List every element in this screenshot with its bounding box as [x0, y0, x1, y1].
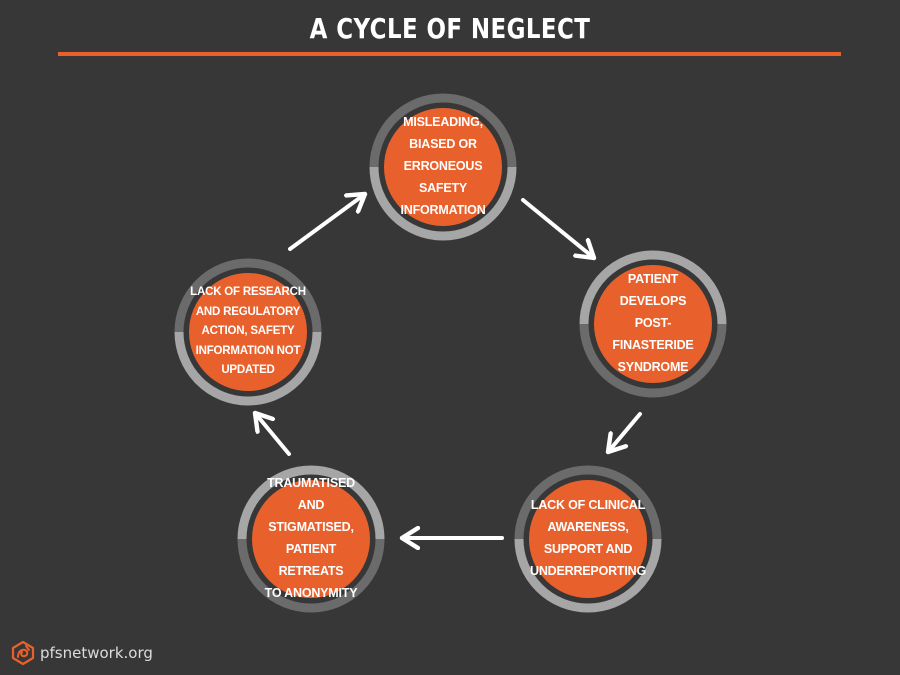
- cycle-node-lack-of-clinical-awareness: LACK OF CLINICAL AWARENESS, SUPPORT AND …: [508, 459, 668, 619]
- cycle-node-traumatised-and-stigmatised: TRAUMATISED AND STIGMATISED, PATIENT RET…: [231, 459, 391, 619]
- node-label: LACK OF RESEARCH AND REGULATORY ACTION, …: [190, 286, 306, 377]
- cycle-node-patient-develops-pfs: PATIENT DEVELOPS POST-FINASTERIDE SYNDRO…: [573, 244, 733, 404]
- ring-graphic: [369, 93, 517, 241]
- cycle-node-lack-of-research: LACK OF RESEARCH AND REGULATORY ACTION, …: [168, 252, 328, 412]
- ring-graphic: [514, 465, 662, 613]
- website-label: pfsnetwork.org: [40, 644, 153, 662]
- ring-graphic: [237, 465, 385, 613]
- page-title: A CYCLE OF NEGLECT: [309, 12, 591, 45]
- cycle-node-misleading-information: MISLEADING, BIASED OR ERRONEOUS SAFETY I…: [363, 87, 523, 247]
- ring-graphic: [174, 258, 322, 406]
- arrow-5-to-1: [288, 194, 365, 251]
- footer-brand: pfsnetwork.org: [10, 640, 153, 666]
- title-underline: [58, 52, 841, 56]
- pfs-network-logo-icon: [11, 640, 35, 666]
- node-label: LACK OF CLINICAL AWARENESS, SUPPORT AND …: [530, 498, 646, 578]
- arrow-4-to-5: [255, 413, 291, 456]
- arrow-2-to-3: [608, 412, 642, 452]
- arrow-1-to-2: [521, 198, 594, 258]
- node-label: PATIENT DEVELOPS POST-FINASTERIDE SYNDRO…: [612, 272, 694, 374]
- node-label: TRAUMATISED AND STIGMATISED, PATIENT RET…: [264, 476, 358, 600]
- node-label: MISLEADING, BIASED OR ERRONEOUS SAFETY I…: [400, 115, 486, 217]
- ring-graphic: [579, 250, 727, 398]
